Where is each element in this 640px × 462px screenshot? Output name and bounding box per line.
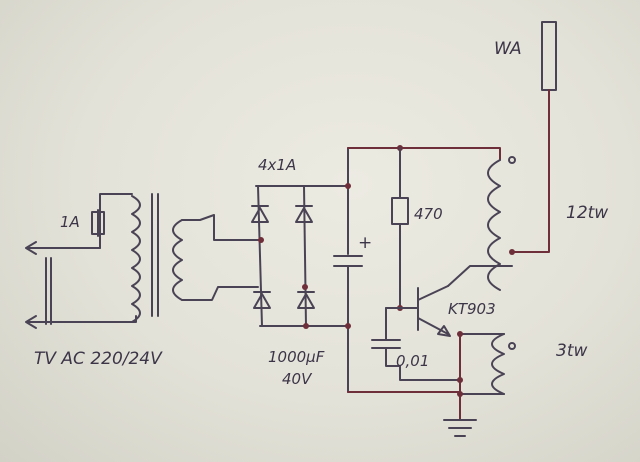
capacitor-voltage-label: 40V bbox=[282, 370, 313, 388]
turns-feedback-label: 3tw bbox=[556, 341, 587, 361]
main-coil bbox=[487, 156, 516, 291]
mains-plug bbox=[25, 241, 101, 329]
bridge-label: 4x1A bbox=[258, 156, 296, 174]
transformer bbox=[131, 193, 259, 323]
resistor bbox=[391, 147, 409, 309]
primary-wires bbox=[99, 193, 137, 323]
antenna-label: WA bbox=[494, 39, 522, 59]
fuse-label: 1A bbox=[60, 213, 80, 231]
fuse bbox=[91, 209, 105, 237]
polarity-mark: + bbox=[358, 233, 372, 253]
capacitor-value-label: 1000µF bbox=[268, 348, 325, 366]
turns-main-label: 12tw bbox=[566, 203, 608, 223]
ground-rail bbox=[347, 333, 463, 421]
bridge-rectifier bbox=[251, 185, 349, 327]
antenna bbox=[511, 21, 557, 253]
transistor-label: KT903 bbox=[448, 300, 496, 318]
ground-symbol bbox=[443, 419, 477, 437]
small-cap-label: 0,01 bbox=[396, 352, 429, 370]
input-voltage-label: TV AC 220/24V bbox=[34, 349, 163, 369]
feedback-coil bbox=[459, 333, 516, 395]
resistor-label: 470 bbox=[414, 205, 443, 223]
small-capacitor bbox=[371, 307, 461, 381]
